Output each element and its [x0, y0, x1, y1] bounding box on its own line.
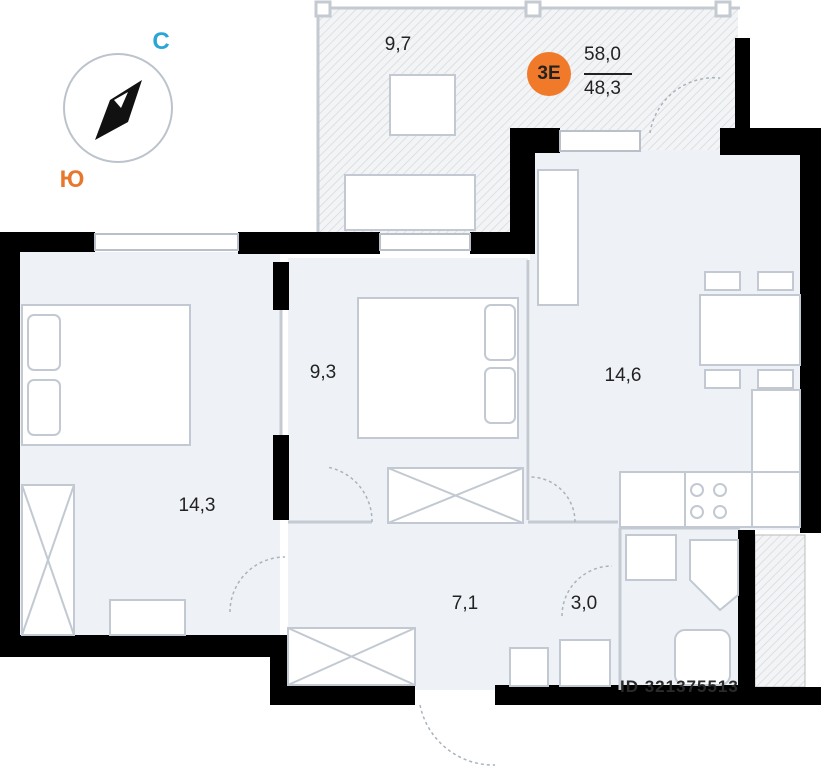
room-area-hallway: 7,1 [451, 593, 479, 614]
walls [0, 38, 821, 705]
door-swings [229, 77, 721, 766]
compass-needle-icon [95, 80, 142, 140]
balcony-glazing [314, 0, 740, 232]
compass-north-label: С [152, 28, 170, 55]
room-area-kitchen-living: 14,6 [604, 365, 642, 386]
room-area-bathroom: 3,0 [570, 593, 598, 614]
windows [94, 130, 641, 251]
furniture [21, 74, 801, 687]
compass [63, 53, 173, 163]
shaft [754, 534, 806, 688]
living-area: 48,3 [584, 78, 621, 99]
area-divider [584, 73, 632, 75]
watermark: ID 321375513 [620, 677, 739, 696]
total-area: 58,0 [584, 44, 621, 65]
room-area-bedroom-small: 9,3 [309, 362, 337, 383]
room-area-balcony: 9,7 [384, 34, 412, 55]
compass-south-label: Ю [59, 166, 85, 193]
room-area-bedroom-large: 14,3 [178, 495, 216, 516]
apartment-type-badge: 3Е [527, 52, 571, 96]
